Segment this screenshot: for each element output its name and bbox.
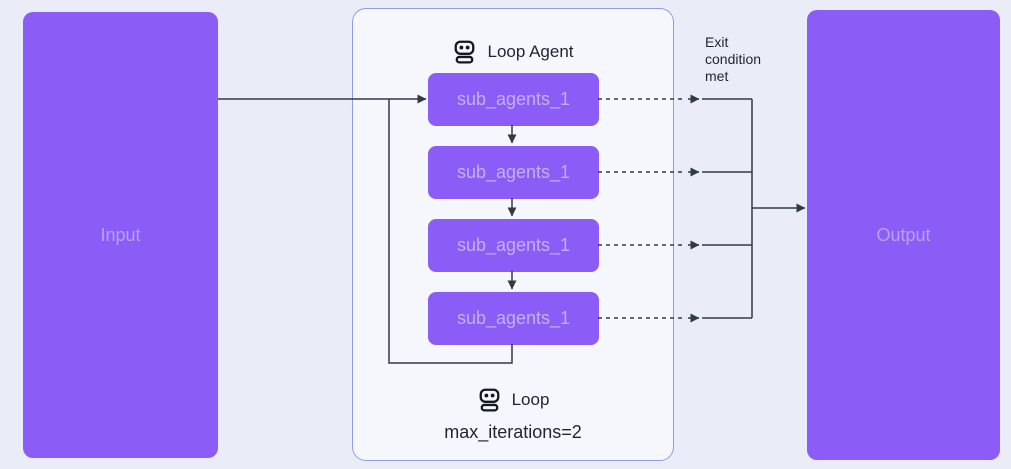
robot-icon <box>479 388 499 412</box>
input-node-label: Input <box>100 224 141 245</box>
loop-agent-header: Loop Agent <box>353 39 673 64</box>
sub-agent-label: sub_agents_1 <box>456 162 571 182</box>
max-iterations-label: max_iterations=2 <box>444 422 582 442</box>
loop-agent-title: Loop Agent <box>487 41 574 61</box>
exit-condition-label: Exit condition met <box>705 34 762 84</box>
output-node-label: Output <box>876 224 931 245</box>
output-node: Output <box>807 10 1000 460</box>
sub-agent-label: sub_agents_1 <box>456 89 571 109</box>
robot-icon <box>455 40 475 64</box>
loop-footer-label: Loop <box>511 389 550 409</box>
loop-return-wire <box>388 99 513 364</box>
sub-agent-label: sub_agents_1 <box>456 308 571 328</box>
sub-agent-node-3: sub_agents_1 <box>428 219 599 272</box>
input-node: Input <box>23 12 218 458</box>
sub-agent-node-2: sub_agents_1 <box>428 146 599 199</box>
sub-agent-node-4: sub_agents_1 <box>428 292 599 345</box>
loop-footer: Loop <box>353 387 673 412</box>
loop-agent-container: Loop Agent sub_agents_1 sub_agents_1 sub… <box>352 8 674 461</box>
sub-agent-label: sub_agents_1 <box>456 235 571 255</box>
sub-agent-node-1: sub_agents_1 <box>428 73 599 126</box>
